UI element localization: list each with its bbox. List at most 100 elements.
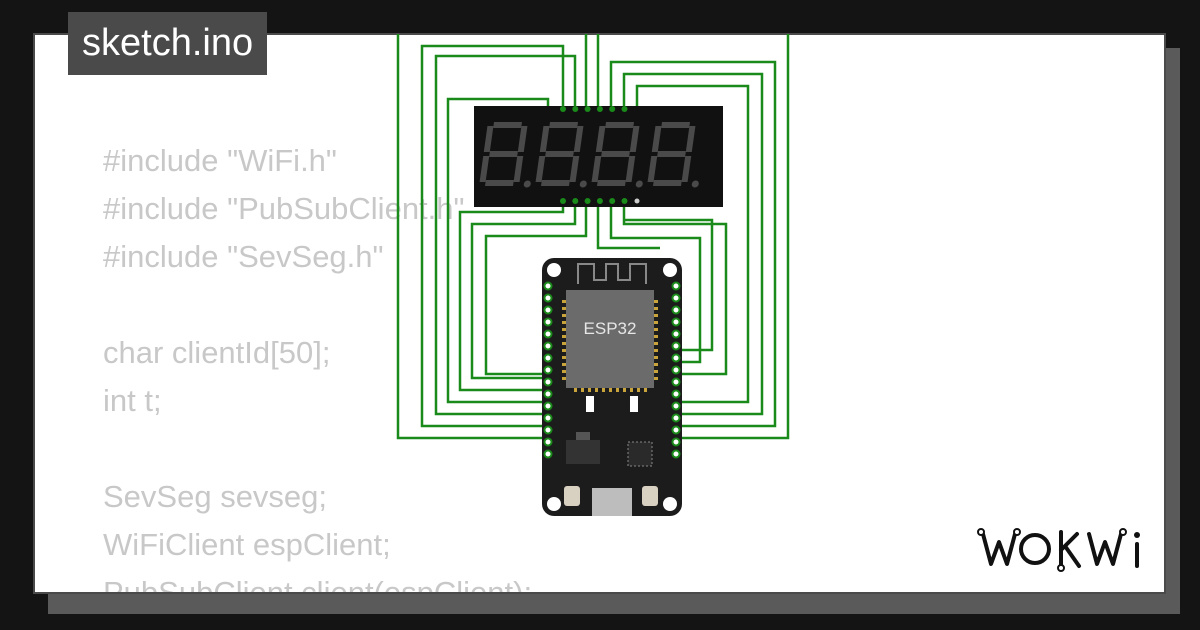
chip-pin — [654, 300, 658, 303]
chip-pin — [595, 388, 598, 392]
display-pin — [572, 106, 579, 112]
chip-pin — [562, 349, 566, 352]
chip-pin — [562, 300, 566, 303]
chip-pin — [654, 370, 658, 373]
wire — [635, 84, 750, 404]
board-pin — [671, 425, 681, 435]
chip-pin — [630, 388, 633, 392]
chip-pin — [654, 307, 658, 310]
chip-pin — [562, 314, 566, 317]
wokwi-logo-icon — [977, 528, 1140, 572]
display-pin — [560, 106, 566, 112]
board-pin — [671, 317, 681, 327]
board-pin — [671, 305, 681, 315]
chip-pin — [637, 388, 640, 392]
chip-pin — [562, 307, 566, 310]
code-line: WiFiClient espClient; — [103, 527, 391, 562]
display-pin — [621, 198, 628, 204]
display-pin — [596, 198, 603, 204]
board-pin — [543, 317, 553, 327]
board-pin — [543, 437, 553, 447]
wire — [396, 34, 548, 440]
chip-pin — [644, 388, 647, 392]
wire — [622, 200, 728, 376]
board-pin — [671, 401, 681, 411]
chip-pin — [588, 388, 591, 392]
code-line: #include "SevSeg.h" — [103, 239, 384, 274]
board-pin — [671, 437, 681, 447]
chip-pin — [562, 335, 566, 338]
board-pin — [543, 341, 553, 351]
chip-pin — [562, 370, 566, 373]
code-line: #include "WiFi.h" — [103, 143, 337, 178]
board-pin — [671, 449, 681, 459]
chip-pin — [562, 328, 566, 331]
wire — [484, 200, 588, 376]
board-pin — [671, 377, 681, 387]
chip-pin — [581, 388, 584, 392]
board-pin — [671, 365, 681, 375]
chip-pin — [654, 314, 658, 317]
display-pin — [609, 198, 616, 204]
display-pin — [621, 106, 628, 112]
chip-pin — [654, 363, 658, 366]
chip-pin — [654, 328, 658, 331]
board-pin — [543, 413, 553, 423]
seven-segment-display[interactable] — [474, 106, 723, 207]
chip-pin — [574, 388, 577, 392]
file-tab[interactable]: sketch.ino — [68, 12, 268, 75]
display-pin — [572, 198, 579, 204]
chip-pin — [654, 335, 658, 338]
code-line: PubSubClient client(espClient); — [103, 575, 533, 594]
wire — [420, 44, 565, 428]
wires — [396, 34, 790, 440]
board-pin — [543, 305, 553, 315]
board-pin — [543, 377, 553, 387]
display-pin — [560, 198, 566, 204]
board-pin — [671, 329, 681, 339]
display-digit — [479, 122, 531, 188]
code-line: int t; — [103, 383, 162, 418]
wire — [609, 200, 702, 364]
board-pin — [543, 365, 553, 375]
usb-port — [592, 488, 632, 516]
chip-pin — [616, 388, 619, 392]
chip-pin — [562, 363, 566, 366]
board-label: ESP32 — [584, 319, 637, 338]
code-line: #include "PubSubClient.h" — [103, 191, 465, 226]
esp32-chip — [566, 290, 654, 388]
display-pin — [584, 198, 591, 204]
chip-pin — [609, 388, 612, 392]
wire — [622, 72, 764, 416]
board-pin — [543, 389, 553, 399]
code-listing: #include "WiFi.h" #include "PubSubClient.… — [103, 137, 533, 594]
board-pin — [671, 281, 681, 291]
board-pin — [671, 353, 681, 363]
display-pin — [596, 106, 603, 112]
display-digit — [591, 122, 643, 188]
wire — [446, 97, 550, 404]
board-pin — [671, 389, 681, 399]
wire — [624, 218, 714, 352]
board-pin — [543, 401, 553, 411]
board-pin — [543, 449, 553, 459]
code-line: SevSeg sevseg; — [103, 479, 328, 514]
chip-pin — [654, 342, 658, 345]
wire — [609, 60, 777, 428]
board-pin — [543, 281, 553, 291]
chip-pin — [654, 321, 658, 324]
display-digit — [647, 122, 699, 188]
board-pin — [543, 425, 553, 435]
board-pin — [543, 293, 553, 303]
esp32-board[interactable]: ESP32 — [542, 258, 682, 516]
wire — [434, 54, 577, 416]
chip-pin — [654, 349, 658, 352]
wire — [596, 200, 660, 250]
chip-pin — [562, 377, 566, 380]
chip-pin — [602, 388, 605, 392]
display-pin — [609, 106, 616, 112]
chip-pin — [654, 356, 658, 359]
wire — [458, 200, 565, 392]
display-pin — [584, 106, 591, 112]
